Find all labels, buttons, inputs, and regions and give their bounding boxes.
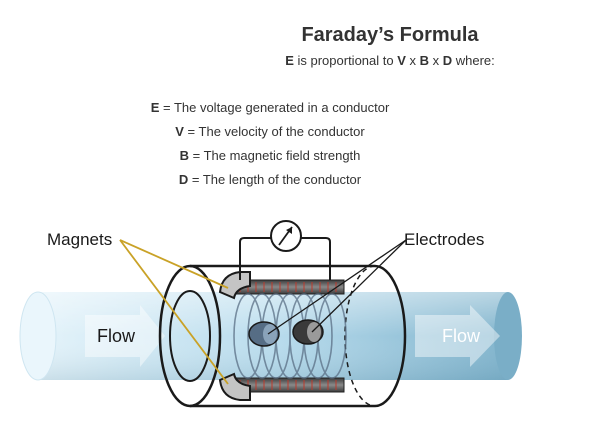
page-title: Faraday’s Formula <box>301 24 479 46</box>
definition-text: = The velocity of the conductor <box>183 124 365 139</box>
electrodes-label: Electrodes <box>404 230 484 249</box>
formula-x-2: x <box>429 53 443 68</box>
flow-arrow-icon <box>415 305 500 367</box>
formula-text-1: is proportional to <box>293 53 398 68</box>
magnets-pointer-lines <box>119 239 229 385</box>
definition-v: V = The velocity of the conductor <box>120 124 420 148</box>
flow-label-left: Flow <box>97 326 136 346</box>
electrodes-pointer-lines <box>267 239 407 335</box>
formula-subtitle: E is proportional to V x B x D where: <box>250 53 530 68</box>
definition-text: = The length of the conductor <box>188 172 362 187</box>
magnets-label: Magnets <box>47 230 112 249</box>
electrode-right <box>292 319 324 345</box>
formula-v: V <box>397 53 406 68</box>
flow-arrow-icon <box>85 305 165 367</box>
definition-symbol: B <box>179 148 189 163</box>
definition-e: E = The voltage generated in a conductor <box>120 100 420 124</box>
definition-symbol: E <box>150 100 160 115</box>
formula-b: B <box>419 53 430 68</box>
formula-e: E <box>285 53 294 68</box>
definition-text: = The voltage generated in a conductor <box>159 100 390 115</box>
formula-text-2: where: <box>452 53 495 68</box>
formula-d: D <box>442 53 453 68</box>
definition-symbol: D <box>178 172 189 187</box>
definition-text: = The magnetic field strength <box>189 148 361 163</box>
definition-d: D = The length of the conductor <box>120 172 420 196</box>
definition-symbol: V <box>175 124 184 139</box>
magnet-bottom <box>218 372 251 401</box>
definition-b: B = The magnetic field strength <box>120 148 420 172</box>
flow-label-right: Flow <box>442 326 481 346</box>
magnet-top <box>218 271 251 300</box>
definition-list: E = The voltage generated in a conductor… <box>120 100 420 196</box>
flowmeter-housing <box>158 264 407 408</box>
electrode-left <box>248 321 280 347</box>
formula-x-1: x <box>405 53 420 68</box>
voltmeter-gauge-icon <box>270 220 302 252</box>
